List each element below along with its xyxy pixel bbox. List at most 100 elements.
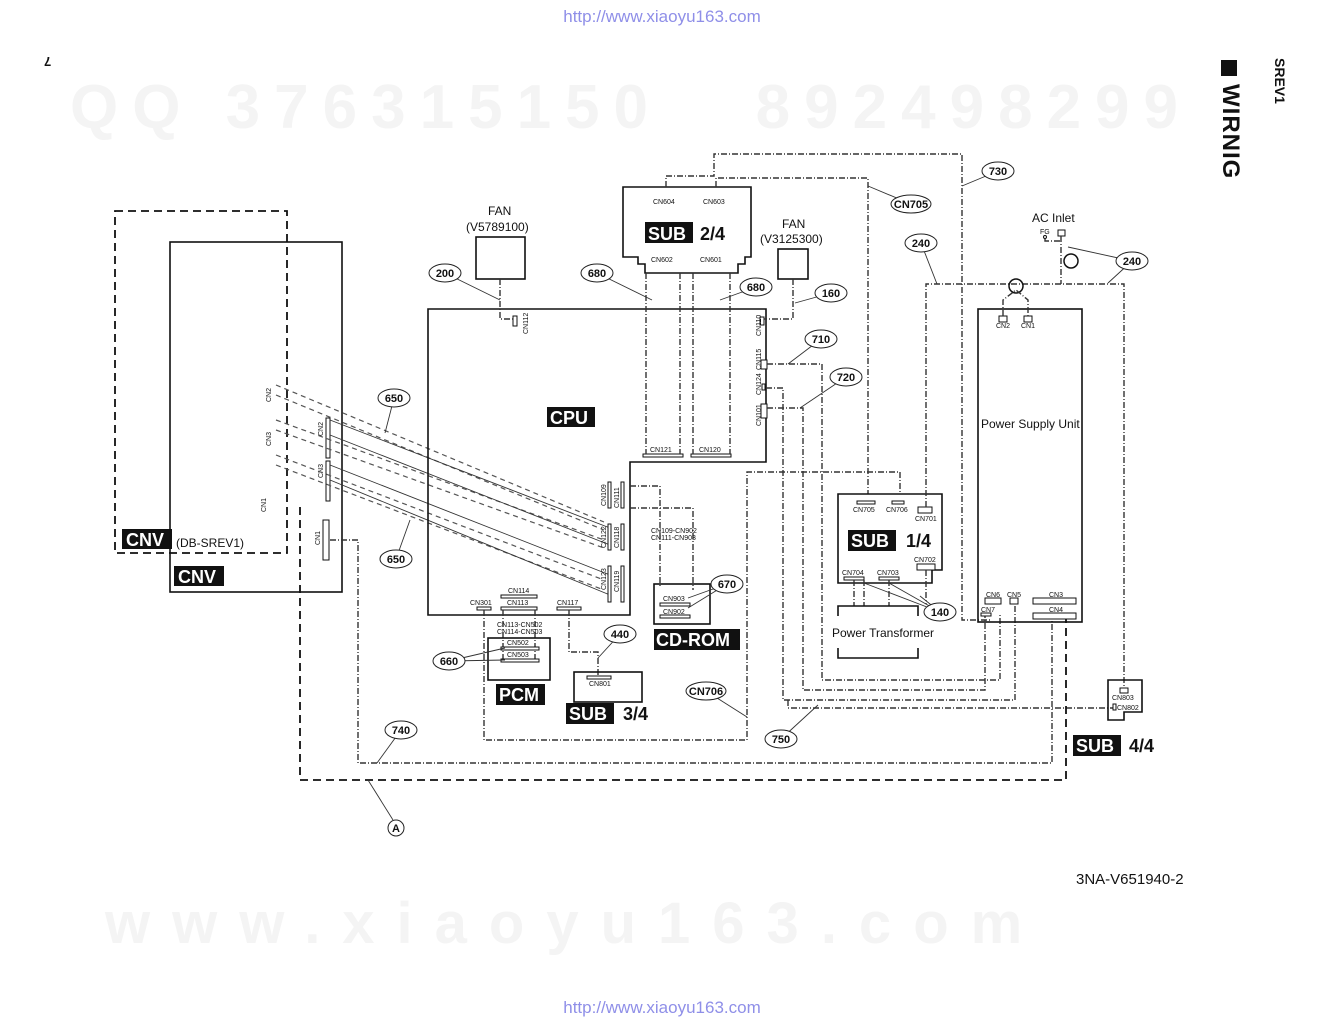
sub3-part: 3/4	[623, 704, 648, 724]
callout-bubble	[377, 388, 411, 408]
cnv-cn1-label: CN1	[315, 531, 322, 545]
cable-710	[767, 363, 1001, 681]
callout-label-c650a: 650	[385, 393, 403, 405]
cn601-label: CN601	[700, 257, 722, 264]
ref-a-label: A	[392, 823, 400, 835]
callout-bubble	[432, 651, 466, 671]
psu-cn5-label: CN5	[1007, 592, 1021, 599]
sub2-part: 2/4	[700, 224, 725, 244]
cn117-label: CN117	[557, 600, 578, 607]
callout-label-c740: 740	[392, 725, 410, 737]
callout-label-c720: 720	[837, 372, 855, 384]
document-number: 3NA-V651940-2	[1076, 871, 1184, 888]
cable-cn706	[483, 471, 901, 741]
psu-cn2-label: CN2	[996, 323, 1010, 330]
cn113-label: CN113	[507, 600, 528, 607]
cn702-label: CN702	[914, 557, 936, 564]
callout-bubble	[981, 161, 1015, 181]
sub4-label: SUB	[1076, 736, 1114, 756]
db-cn1-label: CN1	[261, 498, 268, 512]
cable-730	[665, 153, 990, 621]
callout-bubble	[580, 263, 614, 283]
fan-2: FAN (V3125300)	[760, 217, 823, 320]
cn101-label: CN101	[756, 404, 763, 426]
cable-650	[275, 384, 611, 596]
section-bullet-icon	[1221, 60, 1237, 76]
psu-cn4-label: CN4	[1049, 607, 1063, 614]
watermark-bottom: www.xiaoyu163.com	[105, 891, 1045, 956]
callout-label-c440: 440	[611, 629, 629, 641]
callout-bubble	[904, 233, 938, 253]
callout-label-c730: 730	[989, 166, 1007, 178]
cn301-label: CN301	[470, 600, 492, 607]
callout-bubble	[384, 720, 418, 740]
sub2-label: SUB	[648, 224, 686, 244]
callout-label-c710: 710	[812, 334, 830, 346]
cn123-label: CN123	[601, 568, 608, 590]
pcm-map-1: CN113-CN502	[497, 622, 542, 629]
cn502-label: CN502	[507, 640, 529, 647]
cable-240	[925, 283, 1125, 688]
cnv-cn3-label: CN3	[318, 464, 325, 478]
cn802-label: CN802	[1117, 705, 1139, 712]
cn124-label: CN124	[756, 373, 763, 395]
cn115-label: CN115	[756, 349, 763, 370]
callout-label-c200: 200	[436, 268, 454, 280]
cn118-label: CN118	[614, 527, 621, 548]
callout-bubble	[829, 367, 863, 387]
footer-url[interactable]: http://www.xiaoyu163.com	[563, 998, 761, 1017]
callout-bubble	[804, 329, 838, 349]
sub3-label: SUB	[569, 704, 607, 724]
fan-1-part: (V5789100)	[466, 220, 529, 234]
cn121-label: CN121	[650, 447, 672, 454]
psu-cn6-label: CN6	[986, 592, 1000, 599]
cn706-label: CN706	[886, 507, 908, 514]
cable-720	[767, 407, 986, 691]
cn705-label: CN705	[853, 507, 875, 514]
callout-bubble	[890, 194, 932, 214]
cn112-label: CN112	[523, 313, 530, 334]
cn703-label: CN703	[877, 570, 899, 577]
ref-a-leader-line	[367, 779, 394, 821]
cn109-label: CN109	[601, 484, 608, 506]
ac-inlet-connector	[1057, 229, 1066, 237]
psu-cn3-label: CN3	[1049, 592, 1063, 599]
cnv-cn2-label: CN2	[318, 422, 325, 436]
power-transformer-label: Power Transformer	[832, 626, 934, 640]
sub1-board: CN705 CN706 CN701 SUB 1/4 CN702 CN704 CN…	[837, 493, 943, 584]
cn122-label: CN122	[601, 526, 608, 548]
cable-750	[787, 700, 1114, 709]
cn903-label: CN903	[663, 596, 685, 603]
sub1-label: SUB	[851, 531, 889, 551]
fg-terminal-icon	[1043, 235, 1047, 239]
db-cn2-label: CN2	[266, 388, 273, 402]
cn902-label: CN902	[663, 609, 685, 616]
model-name: SREV1	[1272, 58, 1288, 104]
fan-2-label: FAN	[782, 217, 805, 231]
cdrom-map-2: CN111-CN903	[651, 535, 696, 542]
callout-label-c240b: 240	[1123, 256, 1141, 268]
callout-label-c680b: 680	[747, 282, 765, 294]
section-title: WIRNIG	[1217, 84, 1244, 180]
psu-cn7-label: CN7	[981, 607, 995, 614]
pcm-board: CN113-CN502 CN114-CN503 CN502 CN503 PCM	[487, 610, 551, 705]
callout-bubble	[923, 602, 957, 622]
callout-bubble	[764, 729, 798, 749]
cnv-cn2-connector	[325, 417, 331, 459]
cnv-cn3-connector	[325, 460, 331, 502]
callout-label-cn706: CN706	[689, 686, 723, 698]
pcm-label: PCM	[499, 685, 539, 705]
callout-label-c680a: 680	[588, 268, 606, 280]
cn801-label: CN801	[589, 681, 611, 688]
cable-cn111	[630, 507, 694, 590]
sub1-part: 1/4	[906, 531, 931, 551]
cnv-db-suffix: (DB-SREV1)	[176, 536, 244, 550]
callout-bubble	[814, 283, 848, 303]
header-url[interactable]: http://www.xiaoyu163.com	[563, 7, 761, 26]
watermark-top: QQ 376315150 892498299	[70, 73, 1193, 142]
cable-a	[299, 507, 1067, 781]
callout-label-c160: 160	[822, 288, 840, 300]
callout-bubble	[603, 624, 637, 644]
